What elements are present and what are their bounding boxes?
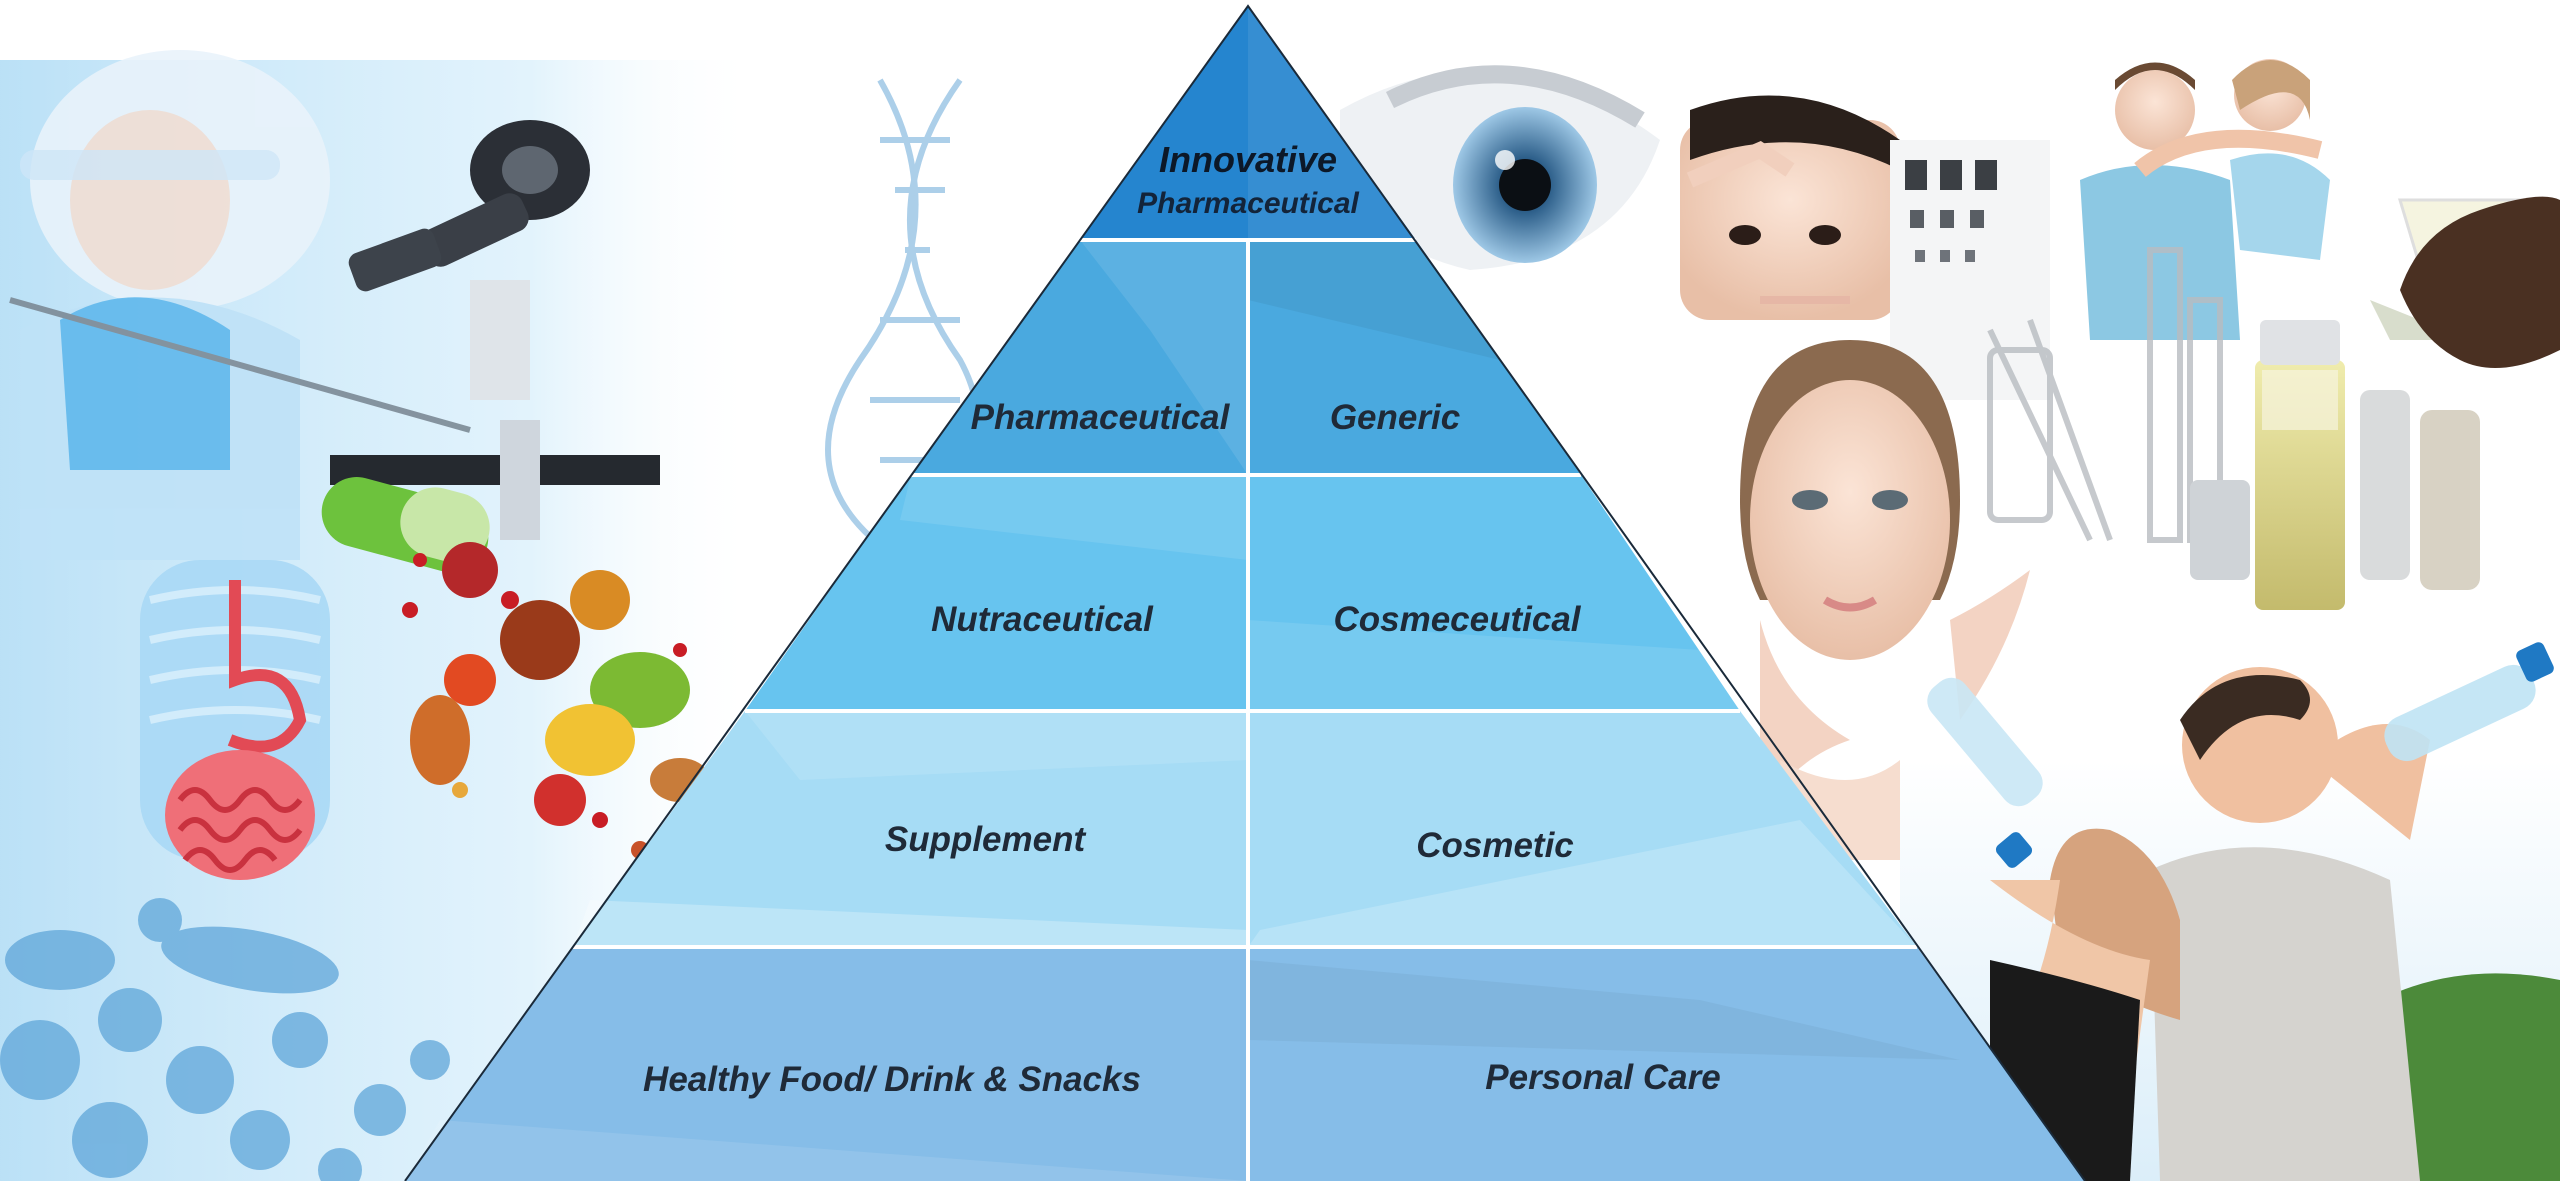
- apex-title-label: Innovative: [1158, 139, 1338, 180]
- pyramid-outline: [404, 4, 2086, 1181]
- apex-subtitle-label: Pharmaceutical: [1137, 187, 1359, 220]
- woman-eye-frame-photo: [1680, 95, 1900, 320]
- tier-2-left-label: Nutraceutical: [931, 600, 1153, 639]
- eye-closeup-photo: [1340, 65, 1660, 270]
- eye-chart-photo: [1890, 140, 2050, 400]
- microscope-photo: [330, 120, 660, 540]
- tier-1-right-label: Generic: [1329, 398, 1461, 437]
- bacteria-cells-photo: [0, 898, 450, 1181]
- pyramid-tier-3-shape: [573, 711, 1917, 947]
- tier-1-left-label: Pharmaceutical: [970, 398, 1230, 437]
- fruits-and-capsules-photo: [321, 477, 710, 859]
- tier-2-right-label: Cosmeceutical: [1333, 600, 1581, 639]
- lab-scientist-photo: [9, 50, 471, 560]
- digestive-system-photo: [140, 560, 330, 880]
- pyramid-tier-2-shape: [745, 475, 1740, 711]
- lab-glassware-photo: [1987, 196, 2560, 610]
- pyramid-apex-shape: [1080, 6, 1416, 240]
- pyramid: [404, 4, 2086, 1181]
- tier-4-left-label: Healthy Food/ Drink & Snacks: [643, 1060, 1141, 1099]
- tier-4-right-label: Personal Care: [1485, 1058, 1721, 1097]
- tier-3-left-label: Supplement: [884, 820, 1086, 859]
- tier-3-right-label: Cosmetic: [1416, 826, 1574, 865]
- pyramid-dividers: [573, 238, 1917, 1181]
- left-photo-collage: [0, 50, 981, 1181]
- pyramid-tier-4-shape: [405, 947, 2085, 1181]
- pyramid-facets: [405, 6, 1960, 1181]
